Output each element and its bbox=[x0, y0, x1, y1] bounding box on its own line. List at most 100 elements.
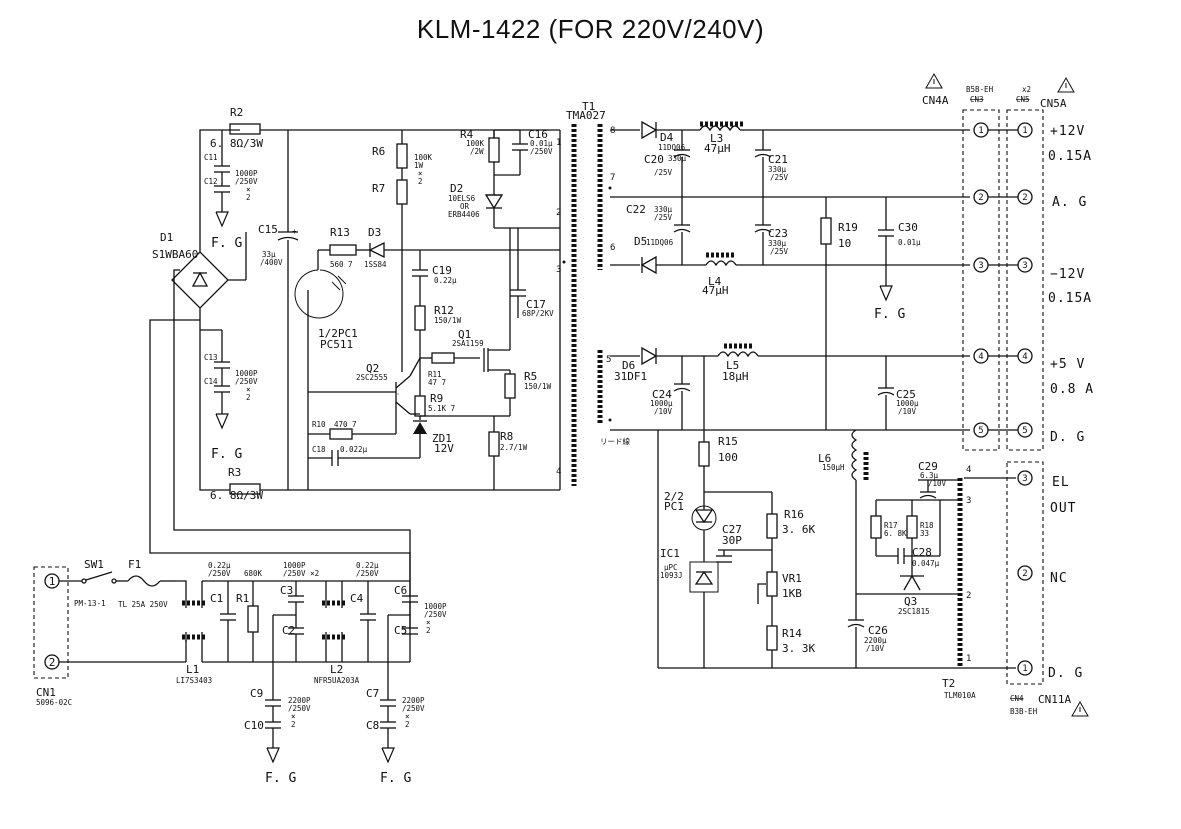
c28-label: C28 bbox=[912, 546, 932, 559]
c23-value-2: /25V bbox=[770, 247, 789, 256]
l3-label: L3 bbox=[710, 132, 723, 145]
snubber-r4-c16-d2: R4 100K /2W C16 0.01μ /250V D2 10ELS6 OR… bbox=[448, 128, 560, 229]
out-ag: A. G bbox=[1052, 195, 1087, 210]
resistor-r3: R3 6. 8Ω/3W bbox=[210, 466, 560, 502]
c1-value-1: 0.22μ bbox=[208, 561, 231, 570]
c13-label: C13 bbox=[204, 353, 218, 362]
r15-label: R15 bbox=[718, 435, 738, 448]
t1-label: T1 bbox=[582, 100, 595, 113]
c7-value-2: /250V bbox=[402, 704, 425, 713]
out-dg: D. G bbox=[1050, 430, 1085, 445]
c29-label: C29 bbox=[918, 460, 938, 473]
r8-label: R8 bbox=[500, 430, 513, 443]
d1-label: D1 bbox=[160, 231, 173, 244]
r4-value-2: /2W bbox=[470, 147, 484, 156]
r2-label: R2 bbox=[230, 106, 243, 119]
q2-label: Q2 bbox=[366, 362, 379, 375]
c1-value-2: /250V bbox=[208, 569, 231, 578]
out-plus5v: +5 V bbox=[1050, 357, 1085, 372]
t1-pin-6: 6 bbox=[610, 243, 615, 253]
c15-value-1: 33μ bbox=[262, 250, 276, 259]
capacitor-c4: C4 0.22μ /250V bbox=[350, 561, 379, 662]
c10-label: C10 bbox=[244, 719, 264, 732]
c17-label: C17 bbox=[526, 298, 546, 311]
c23-value-1: 330μ bbox=[768, 239, 787, 248]
fg-label-c10: F. G bbox=[265, 771, 296, 786]
cn4a-pin1: 1 bbox=[978, 126, 983, 136]
out-plus5v-current: 0.8 A bbox=[1050, 382, 1094, 397]
out-nc: NC bbox=[1050, 571, 1068, 586]
c15-value-2: /400V bbox=[260, 258, 283, 267]
c25-label: C25 bbox=[896, 388, 916, 401]
primary-frame bbox=[559, 130, 561, 490]
c18-value: 0.022μ bbox=[340, 445, 368, 454]
fg-label-c30: F. G bbox=[874, 307, 905, 322]
struck-cn4: CN4 bbox=[1010, 694, 1024, 703]
d2-label: D2 bbox=[450, 182, 463, 195]
c6-value-3: × bbox=[426, 618, 431, 627]
c27-value: 30P bbox=[722, 534, 742, 547]
l2-part: NFR5UA203A bbox=[314, 676, 360, 685]
c4-value-2: /250V bbox=[356, 569, 379, 578]
r17-label: R17 bbox=[884, 521, 898, 530]
cn1-pin1: 1 bbox=[49, 575, 56, 588]
c4-value-1: 0.22μ bbox=[356, 561, 379, 570]
c7-label: C7 bbox=[366, 687, 379, 700]
power-switch-sw1: SW1 PM-13-1 bbox=[59, 558, 117, 608]
rail-minus12v: D5 11DQ06 L4 47μH bbox=[610, 235, 970, 297]
c14-value-1: 1000P bbox=[235, 369, 258, 378]
t2-pin-1: 1 bbox=[966, 654, 971, 664]
c26-value-2: /10V bbox=[866, 644, 885, 653]
d6-part: 31DF1 bbox=[614, 370, 647, 383]
connector-cn11a: 3 2 1 CN4 CN11A B3B-EH bbox=[1006, 461, 1089, 717]
d2-part-3: ERB4406 bbox=[448, 210, 480, 219]
l6-label: L6 bbox=[818, 452, 831, 465]
c14-label: C14 bbox=[204, 377, 218, 386]
regulator-feedback: R15 100 2/2 PC1 IC1 μPC 1093J C27 30P bbox=[660, 356, 772, 668]
r13-label: R13 bbox=[330, 226, 350, 239]
q3-part: 2SC1815 bbox=[898, 607, 930, 616]
l4-value: 47μH bbox=[702, 284, 729, 297]
c29-value-2: /10V bbox=[928, 479, 947, 488]
pc1-label: 1/2PC1 bbox=[318, 327, 358, 340]
out-el: EL bbox=[1052, 475, 1070, 490]
r12-label: R12 bbox=[434, 304, 454, 317]
zd1-label: ZD1 bbox=[432, 432, 452, 445]
pc1b-part: PC1 bbox=[664, 500, 684, 513]
out-minus12v: −12V bbox=[1050, 267, 1085, 282]
r11-label: R11 bbox=[428, 370, 442, 379]
cn4a-pin3: 3 bbox=[978, 261, 983, 271]
resistor-r19-capacitor-c30: R19 10 C30 0.01μ F. G bbox=[820, 197, 921, 430]
l6-value: 150μH bbox=[822, 463, 845, 472]
c12-value-3: × bbox=[246, 185, 251, 194]
t2-pin-4: 4 bbox=[966, 465, 971, 475]
capacitor-c13-c14: C13 C14 1000P /250V × 2 F. G bbox=[200, 329, 258, 462]
c5-label: C5 bbox=[394, 624, 407, 637]
c14-value-3: × bbox=[246, 385, 251, 394]
r6-label: R6 bbox=[372, 145, 385, 158]
c18-label: C18 bbox=[312, 445, 326, 454]
r10-value: 470 7 bbox=[334, 420, 357, 429]
c20-value-2: /25V bbox=[654, 168, 673, 177]
t2-pin-2: 2 bbox=[966, 591, 971, 601]
resistor-r1: R1 680K bbox=[236, 569, 263, 662]
resistor-r5: R5 150/1W bbox=[504, 370, 552, 416]
resistor-r6-r7: R6 R7 100K 1W × 2 bbox=[372, 130, 433, 372]
r2-value: 6. 8Ω/3W bbox=[210, 137, 263, 150]
header-count: x2 bbox=[1022, 85, 1031, 94]
r7-label: R7 bbox=[372, 182, 385, 195]
rail-dg bbox=[610, 429, 1016, 669]
l5-label: L5 bbox=[726, 359, 739, 372]
el-inverter: C29 6.3μ /10V R17 6. 8K R18 33 C28 0.047… bbox=[870, 460, 960, 616]
c11-label: C11 bbox=[204, 153, 218, 162]
cn11a-pin1: 1 bbox=[1022, 664, 1027, 674]
c20-value-1: 330μ bbox=[668, 154, 687, 163]
t1-pin-3: 3 bbox=[556, 265, 561, 275]
out-dg-el: D. G bbox=[1048, 666, 1083, 681]
resistor-r16-vr1-r14: R16 3. 6K VR1 1KB R14 3. 3K bbox=[757, 492, 815, 668]
c6-label: C6 bbox=[394, 584, 407, 597]
struck-cn5: CN5 bbox=[1016, 95, 1030, 104]
r3-label: R3 bbox=[228, 466, 241, 479]
capacitor-c11-c12: C11 C12 1000P /250V × 2 F. G bbox=[204, 130, 258, 251]
